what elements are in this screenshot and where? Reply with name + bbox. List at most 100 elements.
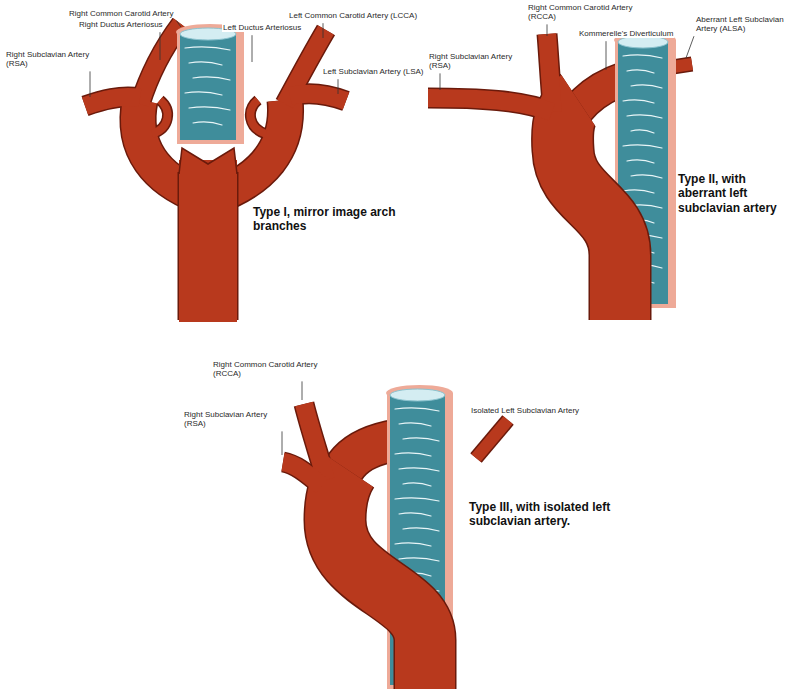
leader-line <box>547 24 548 36</box>
label-holder: Type II, with aberrant left subclavian a… <box>677 172 797 216</box>
trachea-ring <box>627 160 654 163</box>
leader-line <box>606 41 607 70</box>
part-label: Right Subclavian Artery (RSA) <box>183 410 283 428</box>
label-holder: Type III, with isolated left subclavian … <box>468 500 633 529</box>
type-three-front <box>283 404 508 689</box>
trachea-ring <box>189 107 230 110</box>
leader-line <box>323 23 324 38</box>
trachea-ring <box>395 498 439 501</box>
artery-body <box>290 94 346 101</box>
artery-outline <box>85 97 140 106</box>
leader-line <box>160 32 161 60</box>
artery-body <box>140 24 181 104</box>
type-one-front <box>179 148 237 322</box>
leader-line <box>252 35 253 62</box>
trachea-ring <box>189 62 222 65</box>
artery-body <box>85 97 140 106</box>
leader-line <box>302 381 303 400</box>
arch-junction <box>179 148 237 174</box>
leader-line <box>90 71 91 97</box>
esophagus-band <box>177 32 244 144</box>
trachea-ring <box>623 145 662 148</box>
artery-outline <box>335 470 425 689</box>
panel-caption: Type I, mirror image arch branches <box>252 205 417 234</box>
trachea-ring <box>185 92 222 95</box>
part-label: Right Subclavian Artery (RSA) <box>428 52 528 70</box>
label-holder: Kommerelle's Diverticulum <box>578 22 693 40</box>
artery-body <box>563 100 620 320</box>
leader-line <box>282 431 283 455</box>
artery-outline <box>290 94 346 101</box>
part-label: Right Common Carotid Artery <box>68 9 174 18</box>
artery-outline <box>428 98 552 112</box>
artery-outline <box>547 34 553 112</box>
label-holder: Right Common Carotid Artery <box>68 2 208 20</box>
part-label: Isolated Left Subclavian Artery <box>470 406 580 415</box>
trachea-ring <box>395 543 431 546</box>
trachea-ring <box>399 423 431 426</box>
type-two-front <box>428 34 620 320</box>
label-holder: Type I, mirror image arch branches <box>252 205 417 234</box>
trachea-ring <box>403 483 431 486</box>
trachea-ring <box>623 100 654 103</box>
artery-body <box>179 160 237 322</box>
artery-body <box>250 100 266 134</box>
artery-body <box>152 100 168 134</box>
part-label: Left Common Carotid Artery (LCCA) <box>288 11 418 20</box>
part-label: Aberrant Left Subclavian Artery (ALSA) <box>695 15 800 33</box>
label-holder: Aberrant Left Subclavian Artery (ALSA) <box>695 15 800 35</box>
label-holder: Left Ductus Arteriosus <box>222 16 322 34</box>
label-holder: Isolated Left Subclavian Artery <box>470 399 640 417</box>
trachea-ring <box>623 55 662 58</box>
label-holder: Right Common Carotid Artery (RCCA) <box>212 360 337 380</box>
trachea-ring <box>185 47 230 50</box>
trachea-ring <box>193 77 230 80</box>
artery-body <box>547 34 553 112</box>
trachea-ring <box>395 408 439 411</box>
artery-body <box>335 470 425 689</box>
part-label: Right Ductus Arteriosus <box>78 20 164 29</box>
trachea-ring <box>403 438 439 441</box>
label-holder: Right Subclavian Artery (RSA) <box>428 52 528 72</box>
artery-body <box>428 98 552 112</box>
part-label: Right Common Carotid Artery (RCCA) <box>527 3 647 21</box>
trachea-ring <box>399 558 439 561</box>
leader-line <box>338 79 339 94</box>
trachea-ring <box>399 513 431 516</box>
artery-outline <box>140 24 181 104</box>
leader-line <box>176 21 181 27</box>
trachea-ring <box>627 70 654 73</box>
type-one-trachea <box>176 24 244 144</box>
part-label: Right Subclavian Artery (RSA) <box>5 50 105 68</box>
trachea-ring <box>631 175 662 178</box>
part-label: Kommerelle's Diverticulum <box>578 29 674 38</box>
trachea-ring <box>399 468 439 471</box>
label-holder: Right Common Carotid Artery (RCCA) <box>527 3 647 23</box>
artery-outline <box>563 100 620 320</box>
label-holder: Right Ductus Arteriosus <box>78 13 188 31</box>
trachea-ring <box>631 85 662 88</box>
type-one-back <box>85 24 346 196</box>
artery-outline <box>476 420 508 458</box>
trachea-ring <box>623 190 654 193</box>
label-holder: Left Common Carotid Artery (LCCA) <box>288 4 458 22</box>
leader-line <box>686 36 694 58</box>
trachea-ring <box>193 122 222 125</box>
trachea-ring <box>627 115 662 118</box>
trachea-top <box>390 389 445 401</box>
trachea-ring <box>631 130 654 133</box>
label-holder: Right Subclavian Artery (RSA) <box>183 410 283 430</box>
panel-caption: Type II, with aberrant left subclavian a… <box>677 172 797 215</box>
label-holder: Right Subclavian Artery (RSA) <box>5 50 105 70</box>
trachea-ring <box>395 453 431 456</box>
part-label: Left Ductus Arteriosus <box>222 23 302 32</box>
leader-line <box>440 73 441 90</box>
artery-outline <box>250 100 266 134</box>
trachea-ring <box>403 528 439 531</box>
panel-caption: Type III, with isolated left subclavian … <box>468 500 633 529</box>
part-label: Left Subclavian Artery (LSA) <box>322 67 425 76</box>
